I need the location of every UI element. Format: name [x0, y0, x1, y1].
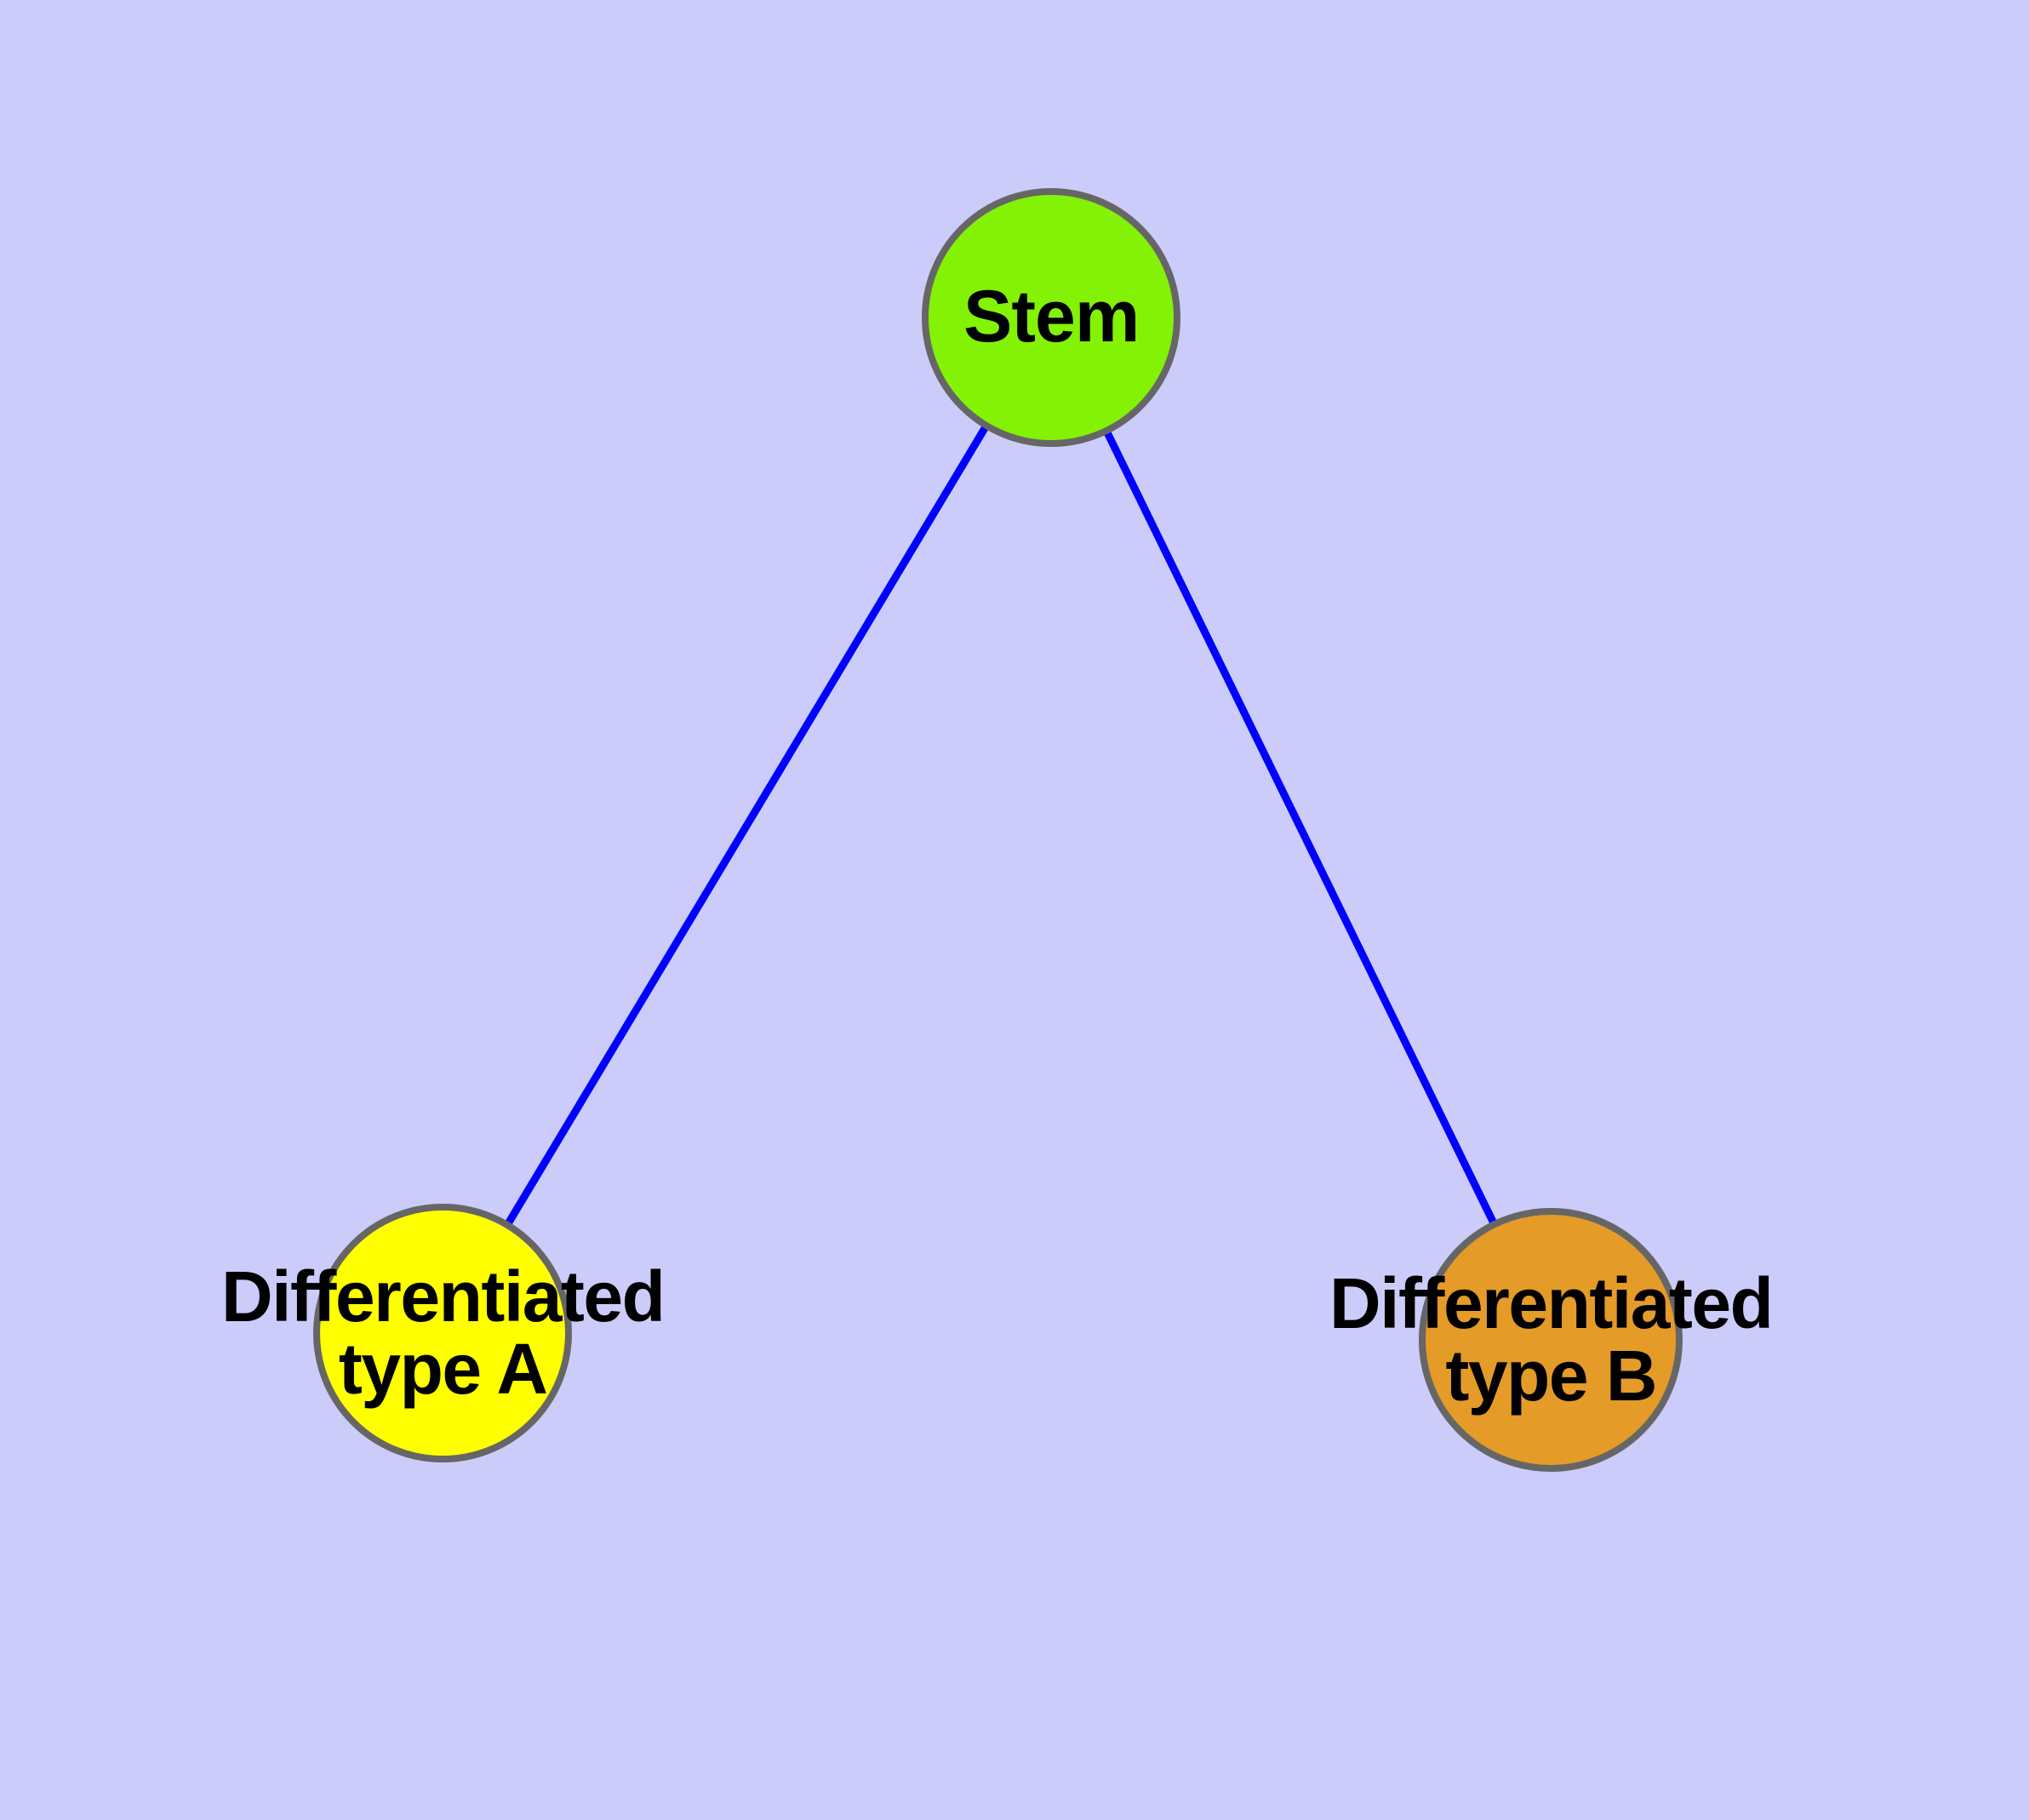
graph-node-diff_b[interactable]: [1419, 1208, 1683, 1472]
edge-layer: [505, 425, 1497, 1226]
graph-edge-stem-to-diff-b: [1103, 430, 1497, 1225]
graph-node-stem[interactable]: [922, 188, 1180, 447]
node-layer: [313, 188, 1683, 1472]
graph-edge-stem-to-diff-a: [505, 425, 989, 1226]
graph-node-diff_a[interactable]: [313, 1204, 572, 1462]
